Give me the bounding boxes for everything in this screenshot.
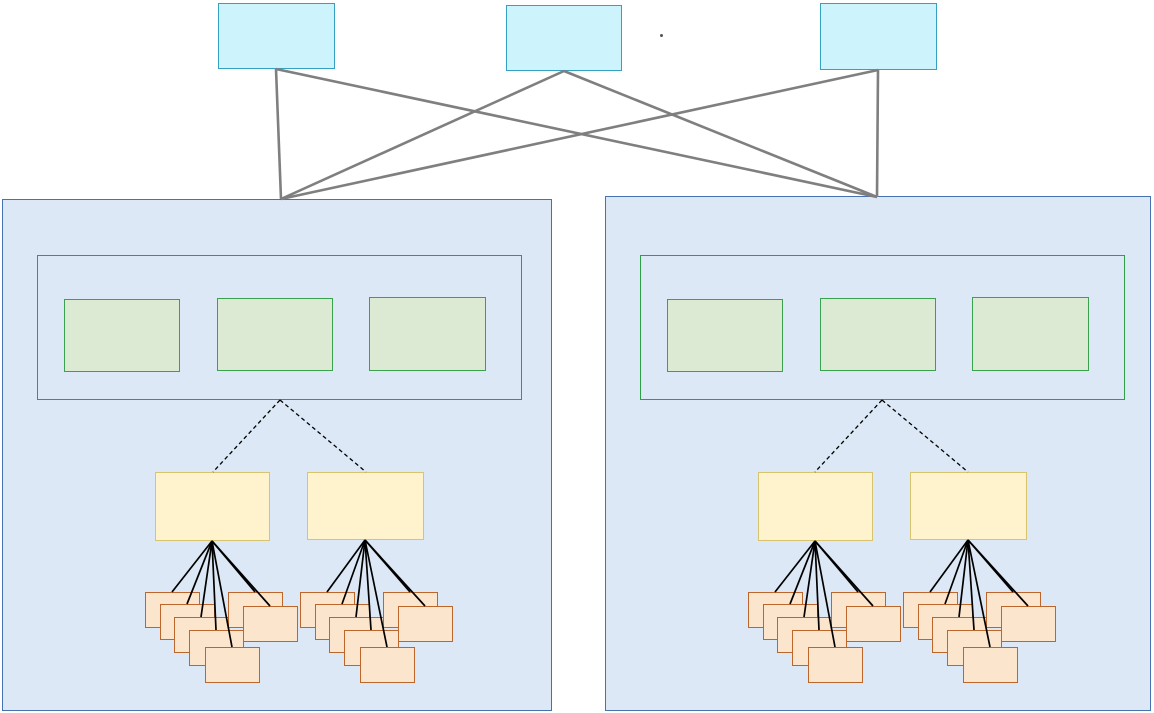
yellow-box-left-1 [155, 472, 270, 541]
leaf-box-d5 [963, 647, 1018, 683]
yellow-box-right-1 [758, 472, 873, 541]
green-box-right-2 [820, 298, 936, 371]
spine-node-1 [218, 3, 335, 69]
green-box-right-1 [667, 299, 783, 372]
leaf-box-a5 [205, 647, 260, 683]
leaf-box-a7 [243, 606, 298, 642]
leaf-box-d7 [1001, 606, 1056, 642]
spine-node-2 [506, 5, 622, 71]
spine-node-3 [820, 3, 937, 70]
leaf-box-b7 [398, 606, 453, 642]
green-box-left-3 [369, 297, 486, 371]
green-box-left-2 [217, 298, 333, 371]
leaf-box-c7 [846, 606, 901, 642]
leaf-box-c5 [808, 647, 863, 683]
yellow-box-right-2 [910, 472, 1027, 540]
green-box-right-3 [972, 297, 1089, 371]
panel-right [640, 255, 1125, 400]
leaf-box-b5 [360, 647, 415, 683]
yellow-box-left-2 [307, 472, 424, 540]
panel-left [37, 255, 522, 400]
green-box-left-1 [64, 299, 180, 372]
stray-dot [660, 34, 663, 37]
